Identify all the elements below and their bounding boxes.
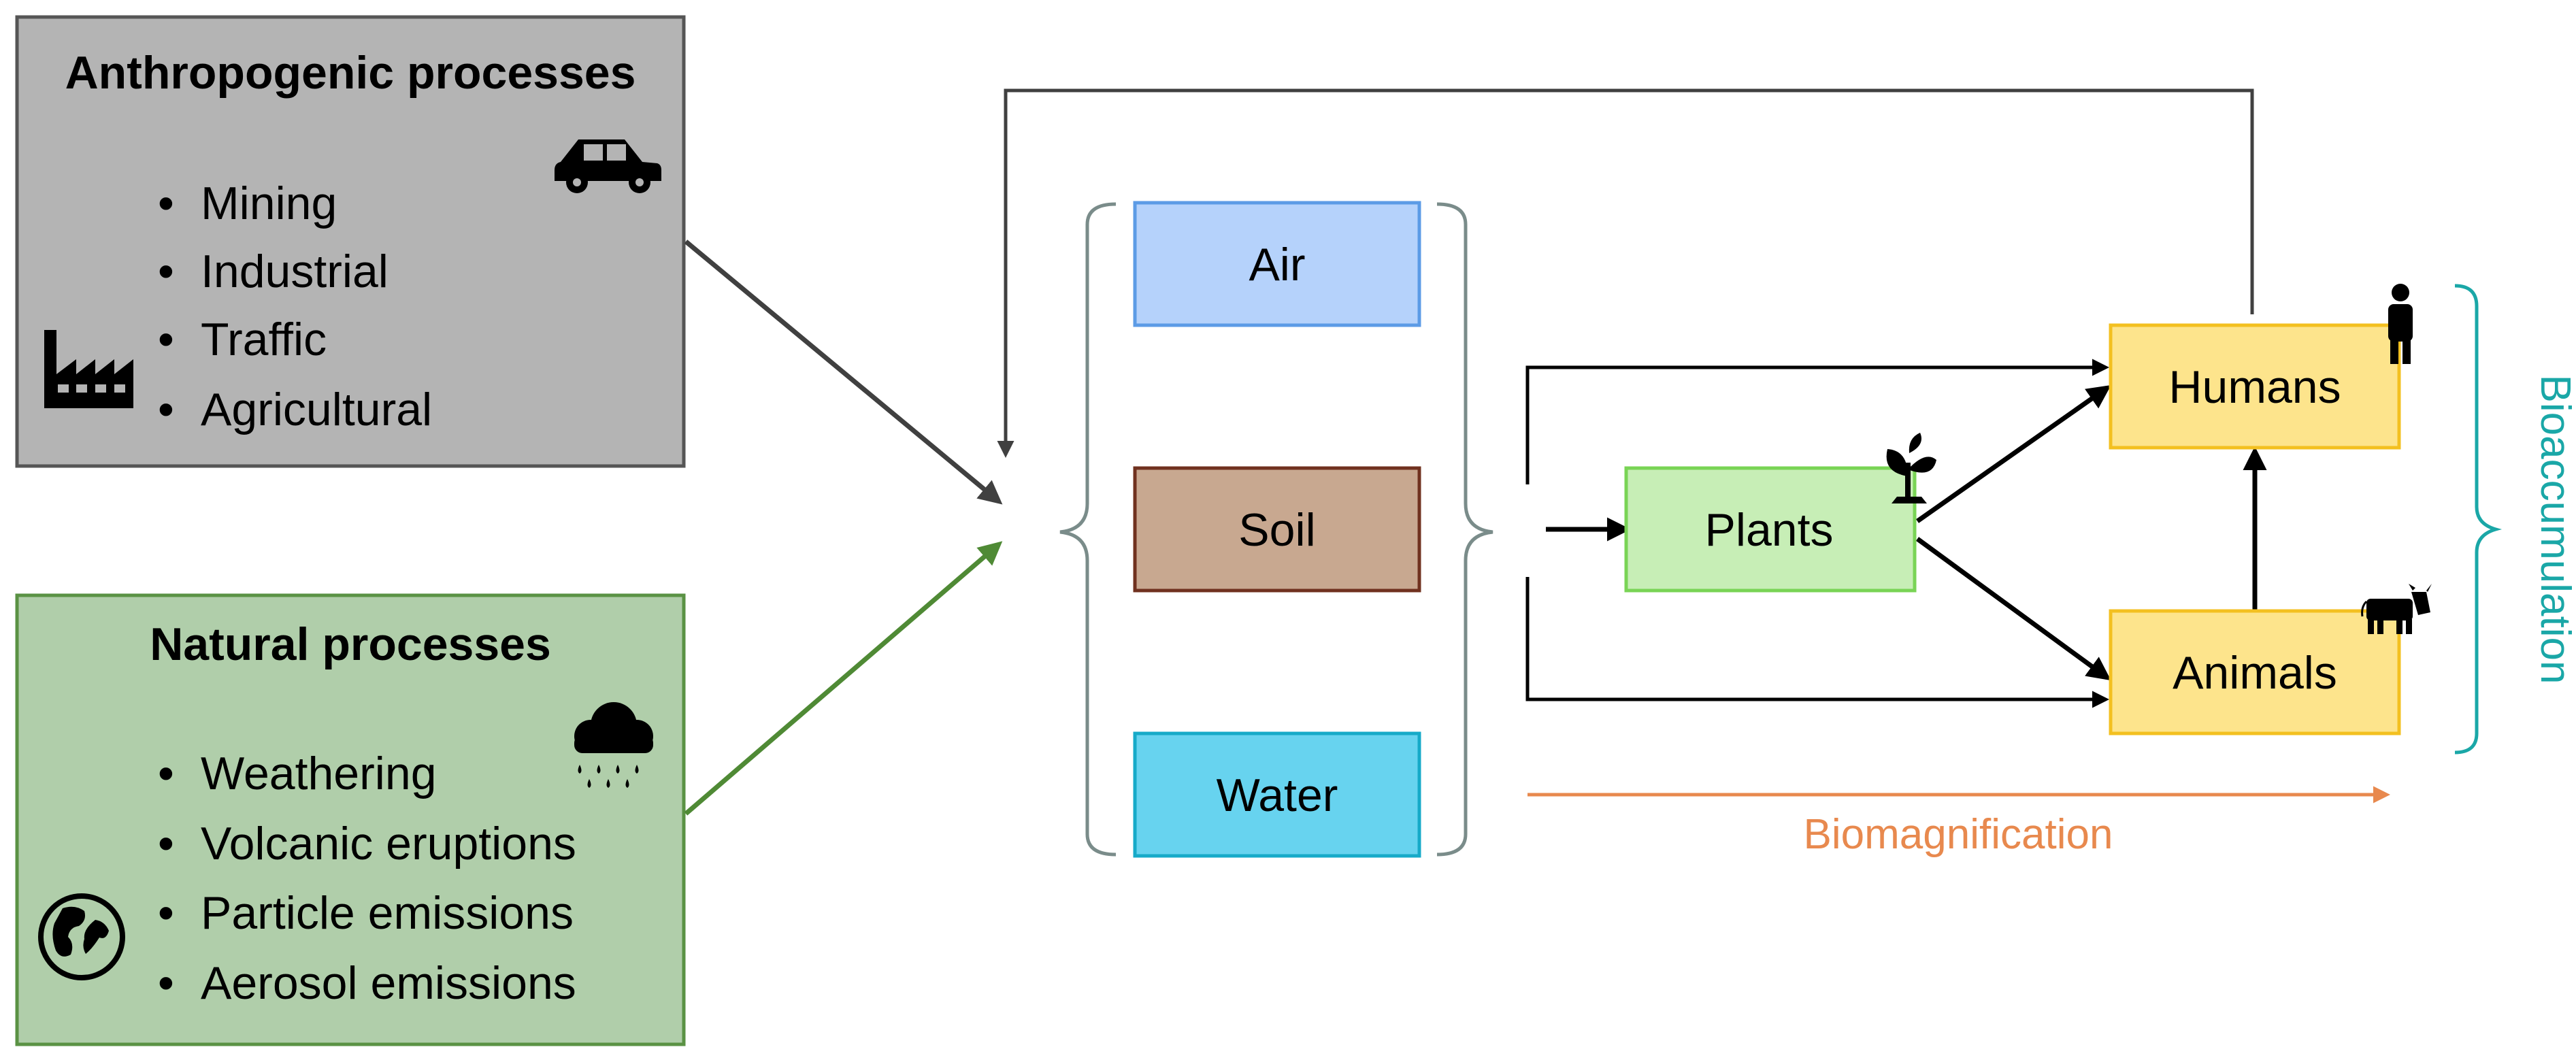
- natural-arrow: [684, 541, 1003, 816]
- bioaccumulation-brace: [2454, 284, 2503, 755]
- anthropogenic-arrow: [684, 239, 1003, 505]
- right-brace: [1436, 202, 1493, 857]
- bullet: •: [158, 314, 174, 365]
- natural-list: • Weathering • Volcanic eruptions • Part…: [158, 748, 576, 1009]
- anthropogenic-list: • Mining • Industrial • Traffic • Agricu…: [158, 178, 432, 435]
- water-label: Water: [1217, 769, 1338, 821]
- animals-box: Animals: [2109, 584, 2432, 735]
- humans-box: Humans: [2109, 284, 2413, 450]
- bullet: •: [158, 748, 174, 799]
- plants-label: Plants: [1705, 504, 1834, 556]
- cow-icon: [2361, 584, 2432, 634]
- anthropogenic-box: Anthropogenic processes • Mining • Indus…: [15, 15, 686, 468]
- bullet: •: [158, 887, 174, 939]
- natural-box: Natural processes • Weathering • Volcani…: [15, 593, 686, 1046]
- natural-title: Natural processes: [150, 618, 551, 670]
- to-animals-arrow: [1525, 577, 2109, 708]
- rain-cloud-icon: [574, 702, 653, 788]
- plant-icon: [1886, 433, 1936, 503]
- list-item: Volcanic eruptions: [201, 818, 576, 869]
- left-brace: [1059, 202, 1117, 857]
- bullet: •: [158, 384, 174, 435]
- list-item: Weathering: [201, 748, 437, 799]
- air-box: Air: [1133, 201, 1421, 327]
- to-humans-arrow: [1525, 359, 2109, 484]
- globe-icon: [38, 893, 125, 980]
- bullet: •: [158, 178, 174, 229]
- list-item: Particle emissions: [201, 887, 574, 939]
- person-icon: [2388, 284, 2413, 364]
- list-item: Traffic: [201, 314, 327, 365]
- bullet: •: [158, 246, 174, 297]
- car-icon: [555, 139, 661, 193]
- biomagnification-label: Biomagnification: [1804, 811, 2113, 858]
- anthropogenic-title: Anthropogenic processes: [65, 47, 636, 99]
- factory-icon: [44, 330, 133, 408]
- water-box: Water: [1133, 731, 1421, 858]
- plants-to-humans-arrow: [1915, 384, 2111, 523]
- animals-label: Animals: [2173, 647, 2337, 699]
- bioaccumulation-label: Bioaccumulation: [2532, 375, 2576, 684]
- list-item: Agricultural: [201, 384, 432, 435]
- plants-to-animals-arrow: [1915, 537, 2111, 681]
- list-item: Mining: [201, 178, 337, 229]
- bullet: •: [158, 957, 174, 1009]
- list-item: Industrial: [201, 246, 389, 297]
- feedback-arrow: [997, 88, 2254, 458]
- soil-label: Soil: [1238, 504, 1315, 556]
- list-item: Aerosol emissions: [201, 957, 576, 1009]
- soil-box: Soil: [1133, 466, 1421, 593]
- plants-box: Plants: [1624, 433, 1936, 593]
- bullet: •: [158, 818, 174, 869]
- humans-label: Humans: [2168, 361, 2341, 413]
- air-label: Air: [1249, 239, 1305, 291]
